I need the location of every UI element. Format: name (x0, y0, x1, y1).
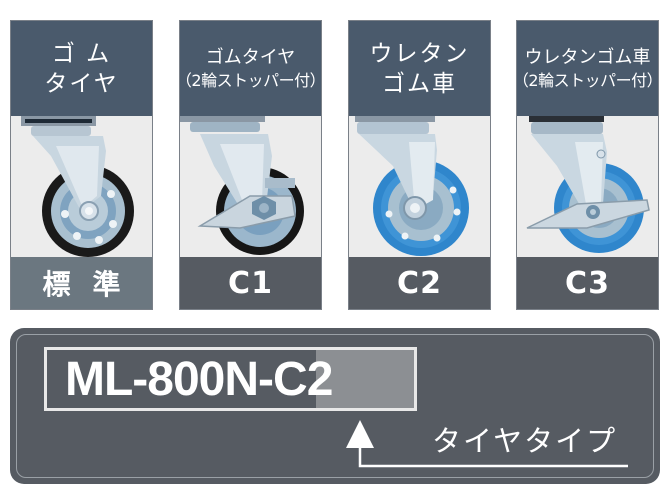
caster-card-c1: ゴムタイヤ （2輪ストッパー付） C1 (176, 20, 326, 310)
suffix-highlight (316, 350, 414, 408)
caster-card-c2: ウレタン ゴム車 C2 (348, 20, 491, 310)
arrow-up-icon (346, 420, 628, 468)
model-number-panel: ML-800N-C2 タイヤタイプ (10, 328, 660, 484)
card-title-line1: ゴムタイヤ (205, 46, 296, 68)
caster-image-rubber (11, 116, 152, 259)
card-code: C1 (180, 257, 321, 309)
card-code: C2 (349, 257, 490, 309)
card-title-line1: ウレタン (369, 40, 470, 67)
card-header: ゴ ム タイヤ (11, 21, 152, 116)
caster-image-urethane-stopper (517, 116, 658, 259)
model-number: ML-800N-C2 (47, 350, 414, 408)
card-title-line1: ウレタンゴム車 (524, 46, 651, 68)
card-header: ウレタンゴム車 （2輪ストッパー付） (513, 21, 663, 116)
caster-image-urethane (349, 116, 490, 259)
card-code: C3 (517, 257, 658, 309)
model-base: ML-800N- (65, 352, 274, 406)
caster-card-c3: ウレタンゴム車 （2輪ストッパー付） C3 (513, 20, 663, 310)
card-title-line2: （2輪ストッパー付） (175, 70, 326, 90)
card-code: 標準 (11, 257, 152, 309)
card-title-line1: ゴ ム (51, 40, 112, 67)
card-header: ウレタン ゴム車 (349, 21, 490, 116)
card-title-line2: ゴム車 (382, 70, 457, 97)
caster-image-rubber-stopper (180, 116, 321, 259)
model-suffix: C2 (273, 352, 333, 406)
model-number-box: ML-800N-C2 (44, 347, 417, 411)
card-header: ゴムタイヤ （2輪ストッパー付） (176, 21, 326, 116)
panel-inner-border (16, 334, 654, 478)
card-title-line2: （2輪ストッパー付） (512, 70, 663, 90)
caster-card-standard: ゴ ム タイヤ 標準 (10, 20, 153, 310)
card-title-line2: タイヤ (44, 70, 119, 97)
tire-type-label: タイヤタイプ (432, 424, 618, 458)
